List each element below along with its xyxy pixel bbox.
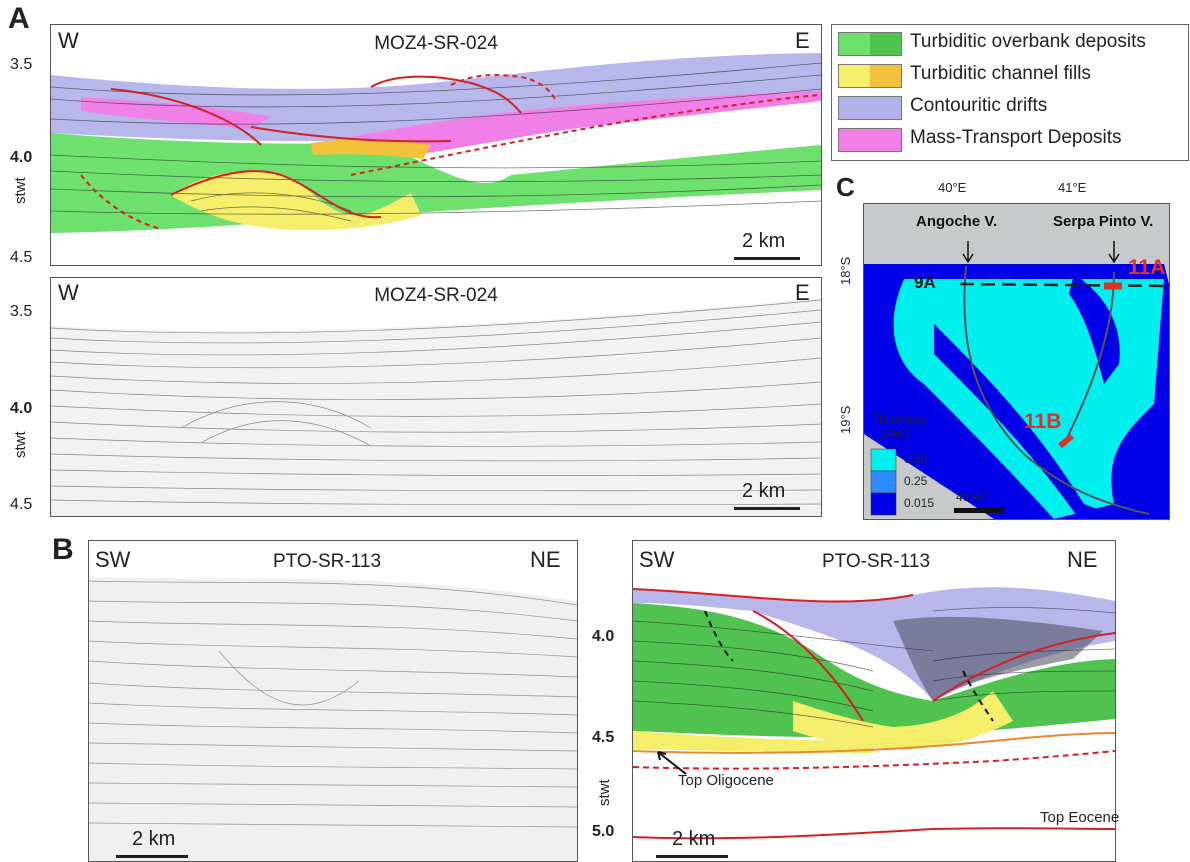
- panel-a-bottom-tick-2: 4.0: [10, 400, 33, 417]
- panel-b-right-west-label: SW: [639, 547, 675, 572]
- panel-a-bottom-scale-label: 2 km: [742, 480, 786, 502]
- panel-b-left-scale-label: 2 km: [132, 828, 176, 850]
- map-scale-label: 40 km: [956, 490, 989, 504]
- legend-label-contourite: Contouritic drifts: [910, 95, 1048, 116]
- panel-b-right-east-label: NE: [1067, 547, 1098, 572]
- thickness-value-mid: 0.25: [904, 474, 928, 488]
- angoche-valley-label: Angoche V.: [916, 213, 998, 230]
- panel-b-tick-3: 5.0: [592, 823, 615, 840]
- interpreted-seismic-a: [51, 53, 821, 233]
- panel-a-top-tick-1: 3.5: [10, 56, 33, 73]
- panel-a-top-scale: 2 km: [734, 230, 800, 260]
- thickness-title: Thickness: [872, 412, 927, 426]
- legend: Turbiditic overbank deposits Turbiditic …: [831, 24, 1189, 161]
- interpreted-seismic-b: [633, 587, 1115, 840]
- panel-a-bottom-unit: stwt: [12, 431, 29, 458]
- map-label-11b: 11B: [1024, 410, 1062, 433]
- panel-a-top-tick-3: 4.5: [10, 249, 33, 266]
- panel-a-bottom-east-label: E: [795, 280, 810, 305]
- legend-label-channel: Turbiditic channel fills: [910, 63, 1091, 84]
- legend-label-mtd: Mass-Transport Deposits: [910, 127, 1122, 148]
- panel-b-left-scale-bar: [116, 855, 188, 858]
- panel-b-right-scale: 2 km: [656, 828, 728, 858]
- lon-tick-40: 40°E: [938, 180, 967, 195]
- thickness-unit: (stwt): [880, 426, 910, 440]
- panel-b-interpreted-section: [632, 540, 1116, 862]
- location-map: Angoche V. Serpa Pinto V. 9A 11A 11B Thi…: [863, 203, 1170, 520]
- legend-swatch-mtd: [838, 128, 902, 152]
- map-label-11a: 11A: [1128, 256, 1166, 279]
- panel-b-left-east-label: NE: [530, 547, 561, 572]
- legend-label-overbank: Turbiditic overbank deposits: [910, 31, 1146, 52]
- lat-tick-19: 19°S: [838, 405, 853, 434]
- raw-seismic-a: [51, 298, 821, 516]
- panel-b-left-title: PTO-SR-113: [272, 551, 382, 572]
- panel-a-top-scale-bar: [734, 257, 800, 260]
- panel-b-tick-1: 4.0: [592, 628, 615, 645]
- panel-a-bottom-tick-1: 3.5: [10, 303, 33, 320]
- panel-b-letter: B: [52, 533, 74, 566]
- panel-a-bottom-tick-3: 4.5: [10, 496, 33, 513]
- panel-a-bottom-west-label: W: [58, 280, 79, 305]
- panel-a-top-unit: stwt: [12, 177, 29, 204]
- panel-a-top-east-label: E: [795, 28, 810, 53]
- panel-a-interpreted-section: [50, 24, 822, 266]
- panel-a-top-title: MOZ4-SR-024: [374, 33, 498, 54]
- panel-b-left-west-label: SW: [95, 547, 131, 572]
- panel-a-bottom-scale-bar: [734, 507, 800, 510]
- panel-b-tick-2: 4.5: [592, 729, 615, 746]
- panel-a-raw-section: [50, 277, 822, 517]
- thickness-map: [864, 241, 1169, 519]
- lat-tick-18: 18°S: [838, 256, 853, 285]
- thickness-value-low: 0.015: [904, 496, 935, 510]
- legend-swatch-overbank: [838, 32, 902, 56]
- panel-b-left-scale: 2 km: [116, 828, 188, 858]
- panel-a-bottom-scale: 2 km: [734, 480, 800, 510]
- legend-swatch-channel: [838, 64, 902, 88]
- map-label-9a: 9A: [914, 273, 936, 292]
- panel-a-top-west-label: W: [58, 28, 79, 53]
- top-eocene-label: Top Eocene: [1040, 809, 1120, 826]
- oligocene-arrow-icon: [657, 751, 687, 775]
- panel-b-right-scale-bar: [656, 855, 728, 858]
- panel-a-bottom-title: MOZ4-SR-024: [374, 285, 498, 306]
- panel-c-letter: C: [836, 172, 855, 202]
- panel-a-top-tick-2: 4.0: [10, 149, 33, 166]
- panel-a-letter: A: [8, 2, 30, 35]
- lon-tick-41: 41°E: [1058, 180, 1087, 195]
- panel-b-raw-section: [88, 540, 578, 862]
- thickness-value-high: 0.50: [904, 452, 928, 466]
- top-oligocene-label: Top Oligocene: [678, 772, 774, 789]
- serpa-pinto-valley-label: Serpa Pinto V.: [1053, 213, 1154, 230]
- panel-b-right-scale-label: 2 km: [672, 828, 716, 850]
- panel-b-right-title: PTO-SR-113: [821, 551, 931, 572]
- panel-b-unit: stwt: [596, 779, 613, 806]
- panel-a-top-scale-label: 2 km: [742, 230, 786, 252]
- legend-swatch-contourite: [838, 96, 902, 120]
- raw-seismic-b: [89, 577, 577, 861]
